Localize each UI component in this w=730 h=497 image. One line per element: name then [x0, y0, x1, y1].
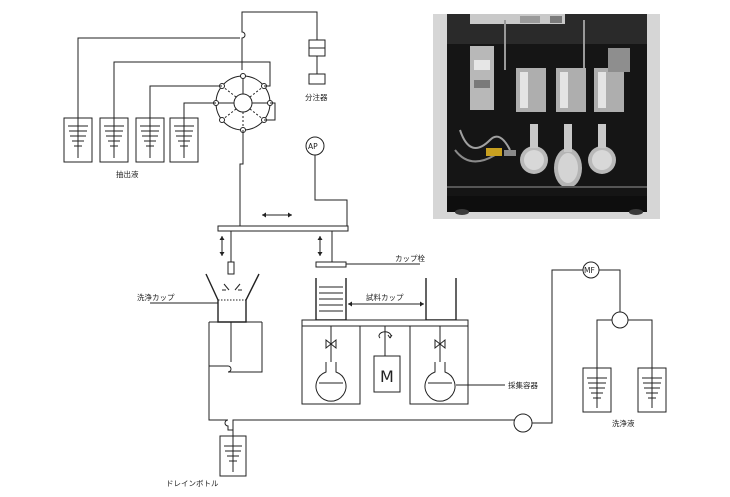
wash-cup — [205, 273, 263, 431]
mf-to-valve-line — [599, 269, 621, 312]
dispenser-label: 分注器 — [305, 92, 328, 102]
wash-bottle-line-left — [596, 319, 612, 366]
dispenser-syringe — [308, 28, 326, 85]
extraction-liquid-label: 抽出液 — [116, 169, 139, 179]
tube-bottle-1 — [77, 37, 240, 118]
cup-plug-label: カップ栓 — [395, 253, 425, 263]
rotary-valve — [213, 73, 273, 133]
tube-valve-loop — [264, 102, 276, 121]
drain-bottle — [219, 430, 247, 477]
tube-bottle-4 — [183, 102, 216, 118]
extraction-bottles — [63, 114, 199, 163]
vessel-frame-left — [301, 326, 361, 405]
horizontal-motion-arrow — [262, 212, 292, 218]
pump-to-mf-line — [532, 269, 586, 424]
motor — [373, 326, 401, 393]
drain-bottle-label: ドレインボトル — [166, 479, 219, 488]
vertical-motion-arrow-right — [317, 236, 323, 256]
sample-cup-label: 試料カップ — [366, 292, 404, 302]
vertical-motion-arrow-left — [219, 236, 225, 256]
mf-label: MF — [584, 266, 595, 275]
collection-vessel-left — [315, 362, 347, 402]
collection-vessel-right — [424, 362, 456, 402]
ap-label: AP — [308, 142, 318, 151]
valve-left — [325, 326, 337, 362]
sample-table — [301, 319, 469, 327]
valve-to-nozzle-line — [230, 130, 244, 262]
sample-cup-right — [425, 278, 457, 321]
tube-bottle-3 — [149, 85, 222, 118]
extraction-bottle — [169, 114, 199, 163]
wash-bottle-line-right — [628, 319, 653, 366]
vessel-frame-right — [409, 326, 469, 405]
wash-liquid-bottle — [637, 364, 667, 413]
sample-cup-width-arrow — [348, 301, 424, 307]
wash-cup-label: 洗浄カップ — [137, 292, 175, 302]
collection-vessel-label: 採集容器 — [508, 380, 538, 390]
wash-liquid-bottle — [582, 364, 612, 413]
ap-line — [314, 155, 348, 228]
extraction-bottle — [99, 114, 129, 163]
cup-plug — [315, 261, 347, 268]
sample-cup-left — [315, 278, 347, 321]
tube-bottle-2 — [113, 61, 271, 118]
three-way-valve — [611, 311, 629, 329]
moving-arm — [217, 225, 349, 232]
motor-label: M — [380, 367, 394, 386]
extraction-bottle — [63, 114, 93, 163]
valve-right — [434, 326, 446, 362]
wash-liquid-label: 洗浄液 — [612, 418, 635, 428]
dispenser-line — [241, 11, 318, 70]
extraction-bottle — [135, 114, 165, 163]
drain-pump — [513, 413, 533, 433]
nozzle — [227, 261, 235, 275]
instrument-photo — [433, 14, 660, 219]
